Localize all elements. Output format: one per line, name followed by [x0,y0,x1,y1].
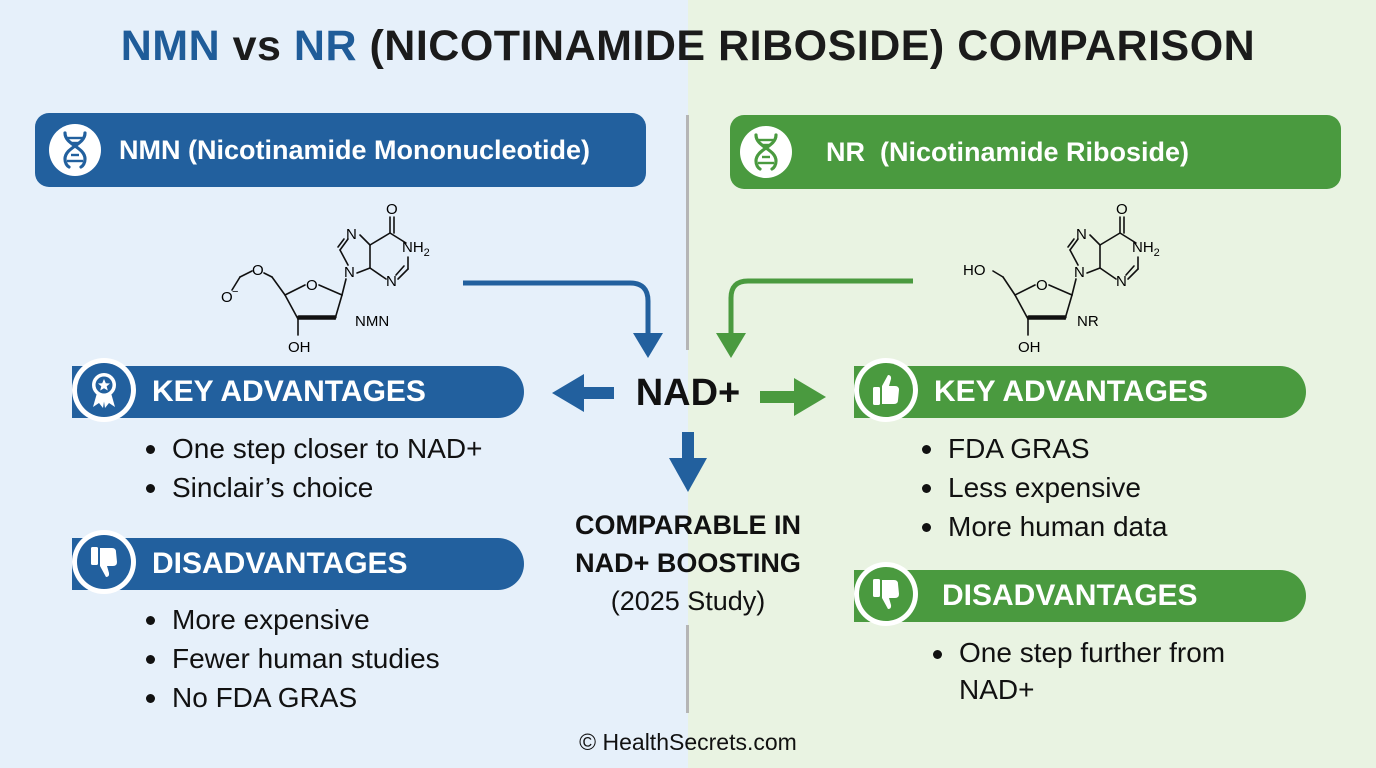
nmn-advantages-list: One step closer to NAD+ Sinclair’s choic… [146,429,482,507]
nr-disadvantages-bar: DISADVANTAGES [854,570,1306,622]
nmn-advantages-title: KEY ADVANTAGES [152,375,426,408]
nmn-to-nad-arrow [463,280,651,335]
center-divider-top [686,115,689,350]
list-item: No FDA GRAS [146,678,440,717]
comparison-text: COMPARABLE IN NAD+ BOOSTING [538,506,838,582]
list-item: Less expensive [922,468,1167,507]
thumbs-down-icon [859,567,913,621]
nr-disadvantages-list: One step further from NAD+ [933,634,1269,708]
nmn-to-nad-arrowhead [633,333,663,358]
list-item: Sinclair’s choice [146,468,482,507]
nmn-n7: N [346,226,357,243]
nr-ho: HO [963,262,986,279]
nmn-disadvantages-bar: DISADVANTAGES [72,538,524,590]
nr-o-top: O [1116,201,1128,218]
nmn-n3: N [386,273,397,290]
list-item: One step further from NAD+ [933,634,1269,708]
nr-disadvantages-title: DISADVANTAGES [942,579,1198,612]
list-item: FDA GRAS [922,429,1167,468]
list-item: Fewer human studies [146,639,440,678]
nr-to-nad-arrow [728,278,913,335]
left-arrowhead [552,374,584,412]
nr-header-bar: NR (Nicotinamide Riboside) [730,115,1341,189]
nmn-header-bar: NMN (Nicotinamide Mononucleotide) [35,113,646,187]
comparison-line-1: COMPARABLE IN [575,510,801,540]
comparison-line-2: NAD+ BOOSTING [575,548,801,578]
nad-label: NAD+ [635,372,741,414]
nr-disadvantages-badge [854,562,918,626]
left-arrow-shaft [578,387,614,399]
nr-to-nad-arrowhead [716,333,746,358]
study-note: (2025 Study) [610,586,766,616]
nmn-nh2: NH2 [402,239,430,259]
nr-header-text: NR (Nicotinamide Riboside) [826,136,1190,167]
down-arrowhead [669,458,707,492]
nmn-oh: OH [288,339,311,356]
nr-advantages-badge [854,358,918,422]
nmn-disadvantages-list: More expensive Fewer human studies No FD… [146,600,440,717]
nr-advantages-title: KEY ADVANTAGES [934,375,1208,408]
nr-label: NR [1077,313,1099,330]
right-arrowhead [794,378,826,416]
nmn-advantages-badge [72,358,136,422]
nmn-n9: N [344,264,355,281]
nmn-label: NMN [355,313,389,330]
title-nmn: NMN [120,22,221,70]
thumbs-down-icon [77,535,131,589]
nmn-disadvantages-title: DISADVANTAGES [152,547,408,580]
dna-icon [740,126,792,178]
title-vs: vs [220,22,294,70]
thumbs-up-icon [859,363,913,417]
title-nr: NR [293,22,358,70]
page-title: NMN vs NR (NICOTINAMIDE RIBOSIDE) COMPAR… [0,22,1376,71]
list-item: One step closer to NAD+ [146,429,482,468]
down-arrow-shaft [682,432,694,462]
nr-oh: OH [1018,339,1041,356]
nmn-disadvantages-badge [72,530,136,594]
nmn-header-text: NMN (Nicotinamide Mononucleotide) [119,134,590,165]
nmn-o-top: O [386,201,398,218]
nr-ring-o: O [1036,277,1048,294]
nr-structure: O N NH2 N N O HO OH NR [963,201,1160,356]
nmn-o-minus-sign: − [232,286,238,298]
nr-n7: N [1076,226,1087,243]
nr-advantages-list: FDA GRAS Less expensive More human data [922,429,1167,546]
nr-advantages-bar: KEY ADVANTAGES [854,366,1306,418]
title-rest: (NICOTINAMIDE RIBOSIDE) COMPARISON [357,22,1256,70]
right-arrow-shaft [760,391,798,403]
nr-nh2: NH2 [1132,239,1160,259]
dna-icon [49,124,101,176]
center-divider-bottom [686,625,689,713]
nmn-o-minus: O [221,289,233,306]
list-item: More human data [922,507,1167,546]
award-ribbon-icon [77,363,131,417]
nmn-structure: O N NH2 N N O O O − OH NMN [221,201,430,356]
nr-n9: N [1074,264,1085,281]
list-item: More expensive [146,600,440,639]
nmn-phosphate-o: O [252,262,264,279]
footer-credit: © HealthSecrets.com [579,729,797,755]
nmn-advantages-bar: KEY ADVANTAGES [72,366,524,418]
nr-n3: N [1116,273,1127,290]
nmn-ring-o: O [306,277,318,294]
